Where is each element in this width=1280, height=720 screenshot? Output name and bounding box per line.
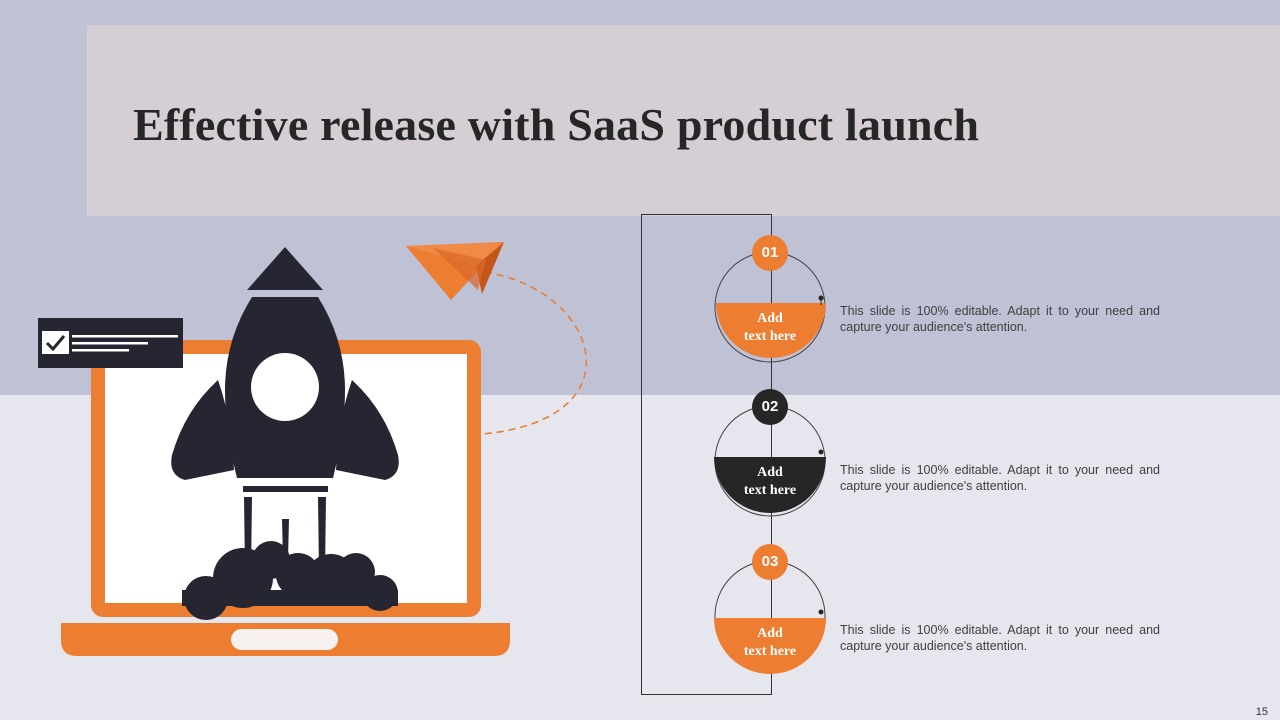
step-3-label-line2: text here <box>743 644 797 659</box>
step-2-label: Add text here <box>714 464 826 500</box>
step-3-label: Add text here <box>714 625 826 661</box>
step-1-label-line1: Add <box>757 311 783 326</box>
step-2-label-line2: text here <box>743 483 797 498</box>
launch-illustration <box>38 242 588 656</box>
paper-plane-icon <box>406 242 504 300</box>
step-3-number: 03 <box>761 553 779 570</box>
step-2-graphic <box>714 389 826 517</box>
step-3-label-line1: Add <box>757 626 783 641</box>
step-2-number: 02 <box>761 398 779 415</box>
steps-graphic <box>714 235 826 674</box>
step-1-description: This slide is 100% editable. Adapt it to… <box>840 304 1160 334</box>
step-1-graphic <box>714 235 826 363</box>
title-panel <box>87 25 1280 216</box>
step-3-graphic <box>714 544 826 674</box>
step-1-label-line2: text here <box>743 329 797 344</box>
rocket-icon <box>171 247 399 620</box>
steps-frame <box>641 214 772 695</box>
slide-title: Effective release with SaaS product laun… <box>133 99 980 150</box>
step-1-label: Add text here <box>714 310 826 346</box>
step-3-description: This slide is 100% editable. Adapt it to… <box>840 623 1160 653</box>
checklist-icon <box>38 318 183 368</box>
step-1-number: 01 <box>761 244 779 261</box>
flight-path <box>481 271 588 435</box>
step-2-description: This slide is 100% editable. Adapt it to… <box>840 463 1160 493</box>
page-number: 15 <box>1255 706 1268 718</box>
step-2-label-line1: Add <box>757 465 783 480</box>
